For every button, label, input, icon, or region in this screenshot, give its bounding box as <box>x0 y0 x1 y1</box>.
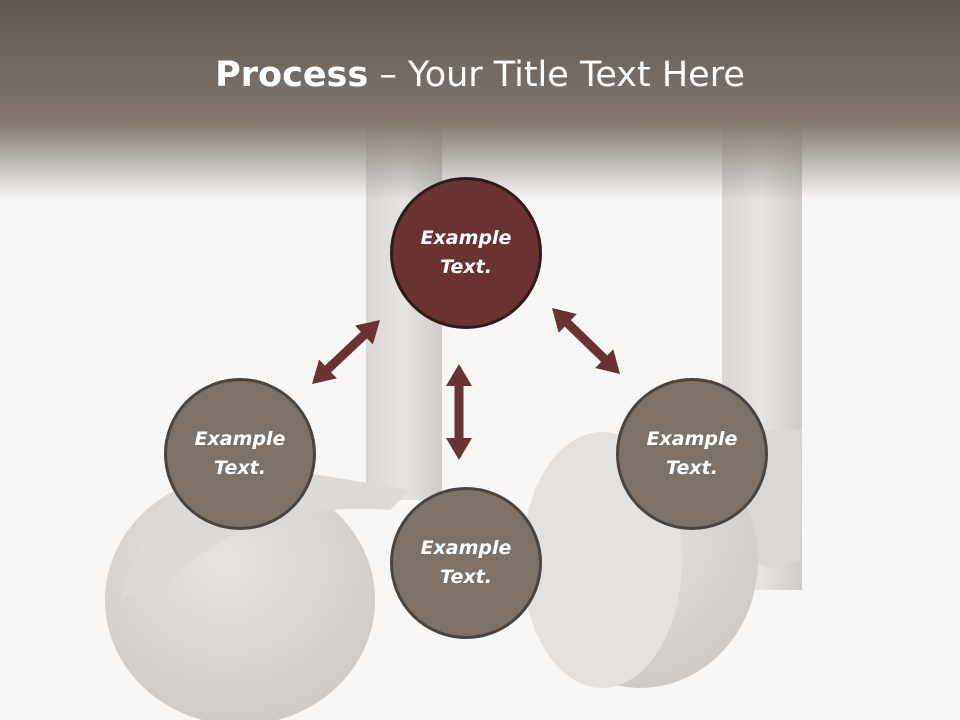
title-bold-text: Process <box>215 55 369 95</box>
process-node-right[interactable]: Example Text. <box>616 378 768 530</box>
node-label: Example Text. <box>420 537 512 588</box>
title-bar: Process – Your Title Text Here <box>0 0 960 200</box>
process-node-bottom[interactable]: Example Text. <box>390 487 542 639</box>
title-rest-text: – Your Title Text Here <box>368 55 745 95</box>
arrow-top-bottom <box>446 364 472 460</box>
process-node-top[interactable]: Example Text. <box>390 177 542 329</box>
node-label: Example Text. <box>646 428 738 479</box>
node-label: Example Text. <box>194 428 286 479</box>
arrow-top-left <box>312 320 380 384</box>
arrow-top-right <box>552 308 620 374</box>
slide-title: Process – Your Title Text Here <box>0 52 960 98</box>
node-label: Example Text. <box>420 227 512 278</box>
process-node-left[interactable]: Example Text. <box>164 378 316 530</box>
